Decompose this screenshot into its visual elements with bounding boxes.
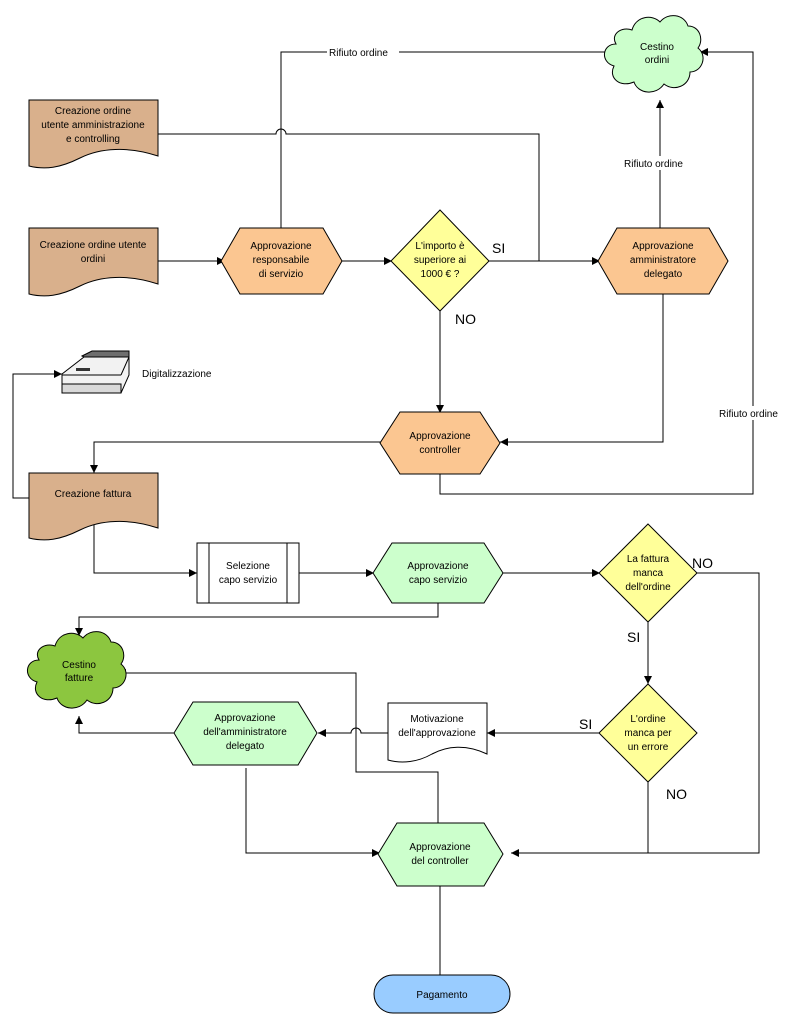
edge-missing-no-to-controller2 xyxy=(511,572,760,857)
edge-controller-reject-to-trash xyxy=(439,48,754,495)
svg-text:Creazione fattura: Creazione fattura xyxy=(55,489,132,500)
edge-invoice-to-scanner xyxy=(12,370,62,499)
node-payment[interactable]: Pagamento xyxy=(373,974,511,1014)
edge-ad2-to-trash-invoices xyxy=(75,716,176,734)
edge-controller-to-invoice xyxy=(90,441,381,473)
edge-ad2-to-controller2 xyxy=(245,768,380,857)
edge-controller2-to-trash-invoices xyxy=(118,669,439,823)
edge-resp-to-trash xyxy=(280,48,617,228)
svg-text:Pagamento: Pagamento xyxy=(416,990,468,1001)
scanner-icon xyxy=(61,350,130,394)
label-si-error: SI xyxy=(579,716,592,732)
scanner-label: Digitalizzazione xyxy=(142,369,212,380)
edge-admin-order-to-ad xyxy=(158,128,540,261)
label-reject-top: Rifiuto ordine xyxy=(329,48,388,59)
label-no-error: NO xyxy=(666,786,687,802)
edges xyxy=(12,48,760,975)
label-no-amount: NO xyxy=(455,311,476,327)
node-invoice-creation[interactable]: Creazione fattura xyxy=(28,472,159,541)
label-reject-right: Rifiuto ordine xyxy=(719,409,778,420)
edge-ad-to-controller xyxy=(500,292,664,446)
edge-head-to-trash-invoices xyxy=(75,603,439,636)
label-si-missing: SI xyxy=(627,629,640,645)
label-si-amount: SI xyxy=(492,240,505,256)
node-scanner[interactable]: Digitalizzazione xyxy=(61,350,212,394)
edge-invoice-to-select xyxy=(93,520,197,577)
edge-motivation-to-ad2 xyxy=(318,727,388,737)
label-no-missing: NO xyxy=(692,555,713,571)
edge-labels: Rifiuto ordine Rifiuto ordine Rifiuto or… xyxy=(327,45,789,802)
label-reject-ad: Rifiuto ordine xyxy=(624,159,683,170)
